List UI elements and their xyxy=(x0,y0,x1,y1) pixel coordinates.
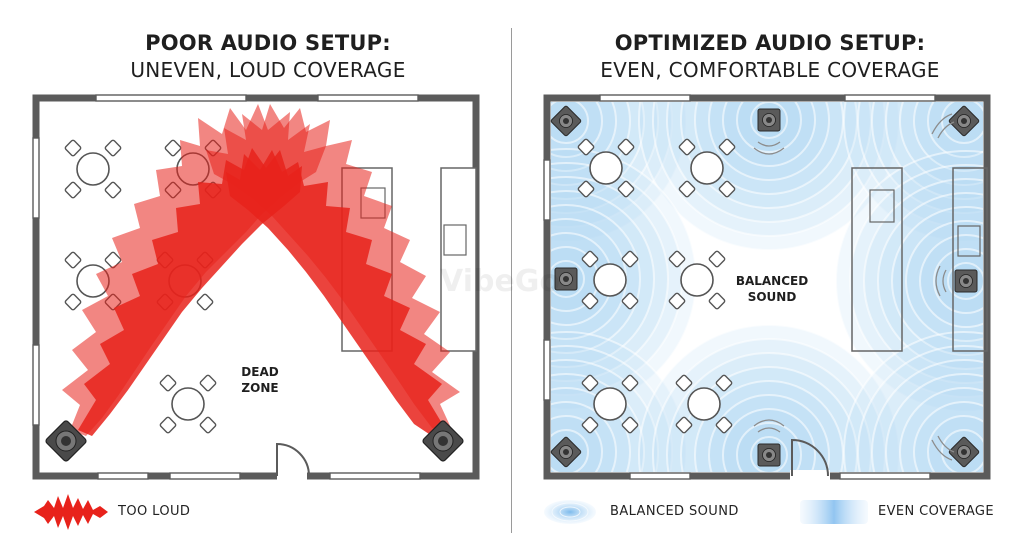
watermark: VibeGo xyxy=(440,264,561,299)
sound-wave-icon xyxy=(753,113,955,461)
legend-even-coverage: EVEN COVERAGE xyxy=(878,504,995,519)
coverage-ring xyxy=(905,220,983,342)
balanced-label-line1: BALANCED xyxy=(735,274,809,288)
right-room xyxy=(543,94,991,480)
dead-zone-line2: ZONE xyxy=(241,381,279,395)
too-loud-swatch xyxy=(34,494,108,530)
right-title-line1: OPTIMIZED AUDIO SETUP: xyxy=(614,31,926,55)
speaker-icon xyxy=(757,108,781,132)
dead-zone-label: DEAD ZONE xyxy=(220,364,300,396)
balanced-label-line2: SOUND xyxy=(747,290,797,304)
left-room xyxy=(32,94,480,480)
left-title-line2: UNEVEN, LOUD COVERAGE xyxy=(130,58,406,82)
coverage-ring xyxy=(891,206,983,356)
coverage-ring xyxy=(694,380,844,472)
coverage-ring xyxy=(835,150,983,412)
legend-too-loud: TOO LOUD xyxy=(118,504,191,519)
coverage-ring xyxy=(694,102,844,195)
too-loud-sound-wave xyxy=(62,104,460,436)
left-title-line1: POOR AUDIO SETUP: xyxy=(145,31,391,55)
coverage-ring xyxy=(857,345,983,472)
coverage-ring xyxy=(708,394,830,472)
speaker-icon xyxy=(954,269,978,293)
coverage-ring xyxy=(857,102,983,228)
legend-balanced-sound: BALANCED SOUND xyxy=(610,504,739,519)
panel-divider xyxy=(511,28,512,533)
dead-zone-line1: DEAD xyxy=(241,365,279,379)
left-title: POOR AUDIO SETUP: UNEVEN, LOUD COVERAGE xyxy=(28,31,508,82)
coverage-ring xyxy=(638,324,900,472)
right-title-line2: EVEN, COMFORTABLE COVERAGE xyxy=(600,58,940,82)
coverage-ring xyxy=(919,234,983,328)
coverage-ring xyxy=(722,102,816,167)
balanced-sound-label: BALANCED SOUND xyxy=(717,273,827,305)
coverage-ring xyxy=(708,102,830,181)
even-coverage-swatch xyxy=(800,500,868,524)
coverage-ring xyxy=(877,192,983,370)
legend xyxy=(34,494,868,530)
coverage-ring xyxy=(680,102,858,209)
right-title: OPTIMIZED AUDIO SETUP: EVEN, COMFORTABLE… xyxy=(530,31,1010,82)
speaker-icon xyxy=(757,443,781,467)
coverage-ring xyxy=(638,102,900,251)
